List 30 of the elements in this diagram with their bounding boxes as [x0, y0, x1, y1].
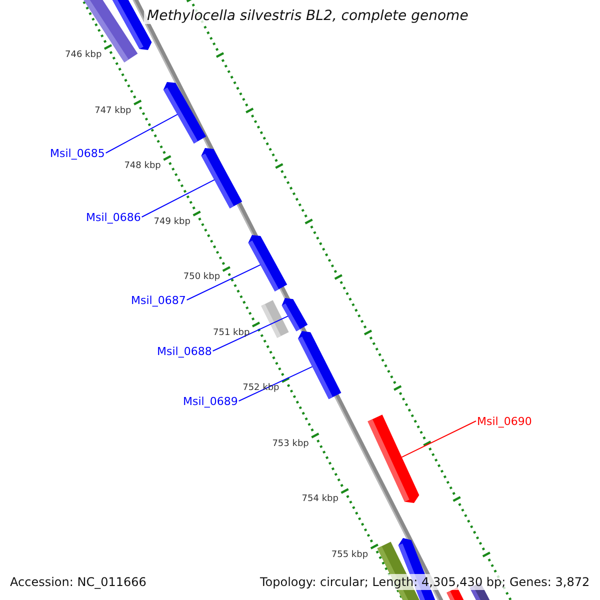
gene-label: Msil_0689 [183, 394, 238, 408]
leader-line [105, 114, 178, 154]
tick-label: 751 kbp [213, 328, 250, 338]
tick-label: 747 kbp [94, 106, 132, 116]
leader-line [141, 179, 215, 218]
tick-label: 750 kbp [183, 272, 220, 282]
footer-text: Accession: NC_011666 [8, 574, 148, 590]
gene-bar [201, 148, 242, 208]
gene-bar [282, 298, 308, 332]
gene-bar [261, 300, 289, 338]
tick-label: 746 kbp [65, 50, 102, 60]
tick-label: 755 kbp [331, 550, 368, 560]
gene-label: Msil_0688 [157, 344, 212, 358]
gene-label: Msil_0687 [131, 294, 186, 306]
leader-line [401, 420, 476, 458]
gene-label: Msil_0686 [86, 210, 141, 224]
gene-bar [368, 414, 420, 503]
tick-label: 748 kbp [124, 161, 161, 171]
tick-label: 753 kbp [272, 438, 309, 448]
tick-label: 754 kbp [302, 494, 338, 504]
tick-label: 752 kbp [242, 383, 280, 393]
gene-bar [163, 82, 206, 144]
leader-line [212, 316, 288, 352]
gene-label: Msil_0690 [477, 414, 532, 428]
leader-line [186, 264, 261, 300]
gene-bar [298, 331, 342, 400]
gene-label: Msil_0685 [50, 146, 105, 160]
leader-line [238, 366, 313, 402]
tick-label: 749 kbp [154, 216, 190, 226]
gene-bar [248, 235, 288, 292]
